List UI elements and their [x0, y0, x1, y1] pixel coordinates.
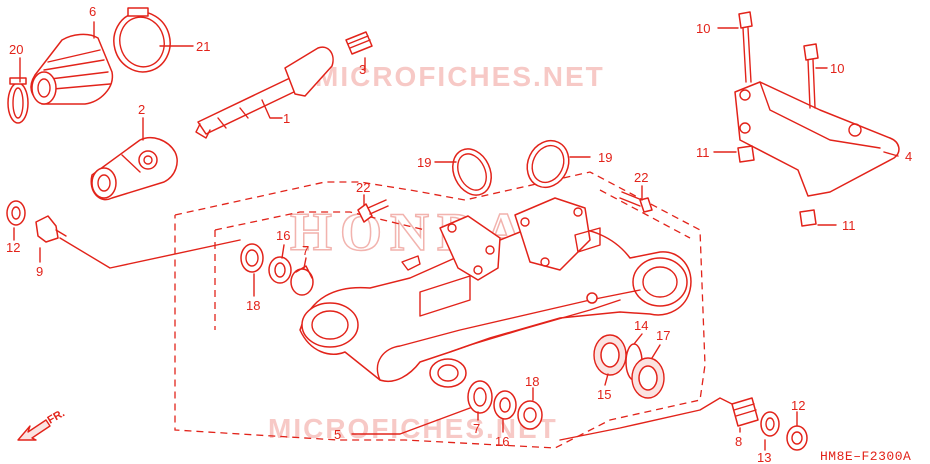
o-ring-part-left[interactable]	[446, 143, 499, 202]
boot-part[interactable]	[30, 33, 114, 105]
callout-21: 21	[196, 39, 210, 54]
front-label: FR.	[46, 407, 67, 426]
diagram-code: HM8E–F2300A	[820, 449, 911, 464]
callout-10-left: 10	[696, 21, 710, 36]
spring-part[interactable]	[345, 31, 373, 55]
dust-seal-part-left[interactable]	[6, 200, 26, 226]
callout-15: 15	[597, 387, 611, 402]
callout-13: 13	[757, 450, 771, 464]
callout-12-right: 12	[791, 398, 805, 413]
callout-4: 4	[905, 149, 912, 164]
watermark-site-top: MICROFICHES.NET	[315, 61, 605, 92]
callout-numbers: 6 20 21 2 1 3 10 10 4 11 11 19 19 22 22 …	[6, 4, 912, 464]
callout-19-left: 19	[417, 155, 431, 170]
boot-band-small-part[interactable]	[7, 77, 29, 124]
callout-17: 17	[656, 328, 670, 343]
front-direction-indicator: FR.	[17, 407, 67, 441]
callout-20: 20	[9, 42, 23, 57]
assembly-outline	[174, 171, 706, 449]
callout-18-bottom: 18	[525, 374, 539, 389]
nut-part-right[interactable]	[799, 209, 817, 227]
dust-seal-part-right[interactable]	[786, 425, 808, 451]
callout-22-left: 22	[356, 180, 370, 195]
swingarm-part[interactable]	[299, 197, 692, 388]
front-arrow-icon	[17, 419, 51, 441]
callout-11-left: 11	[696, 145, 710, 160]
bearing-part-15[interactable]	[593, 334, 627, 376]
callout-6: 6	[89, 4, 96, 19]
bearing-part-18-left[interactable]	[240, 243, 264, 273]
bearing-part-16-bottom[interactable]	[493, 390, 517, 420]
callout-16-left: 16	[276, 228, 290, 243]
boot-band-large-part[interactable]	[107, 6, 177, 78]
seal-part-13[interactable]	[760, 411, 780, 437]
bolt-part-22-left[interactable]	[357, 199, 389, 223]
universal-joint-part[interactable]	[90, 136, 178, 201]
bolt-part-upper-right[interactable]	[803, 43, 819, 109]
callout-18-left: 18	[246, 298, 260, 313]
callout-3: 3	[359, 62, 366, 77]
callout-7-bottom: 7	[473, 421, 480, 436]
callout-2: 2	[138, 102, 145, 117]
callout-16-bottom: 16	[495, 434, 509, 449]
bearing-part-16-left[interactable]	[268, 256, 292, 284]
collar-part-7-bottom[interactable]	[467, 380, 493, 414]
collar-part-7-left[interactable]	[290, 265, 314, 296]
leader-lines	[13, 21, 899, 451]
callout-5: 5	[334, 427, 341, 442]
callout-10-right: 10	[830, 61, 844, 76]
callout-8: 8	[735, 434, 742, 449]
callout-19-right: 19	[598, 150, 612, 165]
callout-9: 9	[36, 264, 43, 279]
bolt-part-upper-left[interactable]	[738, 11, 753, 83]
callout-12-left: 12	[6, 240, 20, 255]
callout-7-left: 7	[302, 243, 309, 258]
drive-shaft-part[interactable]	[195, 46, 334, 139]
callout-11-right: 11	[842, 218, 856, 233]
nut-part-left[interactable]	[737, 145, 755, 163]
bearing-part-17[interactable]	[631, 357, 665, 399]
callout-1: 1	[283, 111, 290, 126]
callout-22-right: 22	[634, 170, 648, 185]
pivot-bolt-part[interactable]	[35, 215, 67, 243]
bearing-part-18-bottom[interactable]	[517, 400, 543, 430]
cap-part-8[interactable]	[731, 397, 759, 427]
callout-14: 14	[634, 318, 648, 333]
bolt-part-22-right[interactable]	[619, 191, 653, 213]
bracket-part[interactable]	[734, 81, 900, 197]
o-ring-part-right[interactable]	[520, 134, 577, 194]
